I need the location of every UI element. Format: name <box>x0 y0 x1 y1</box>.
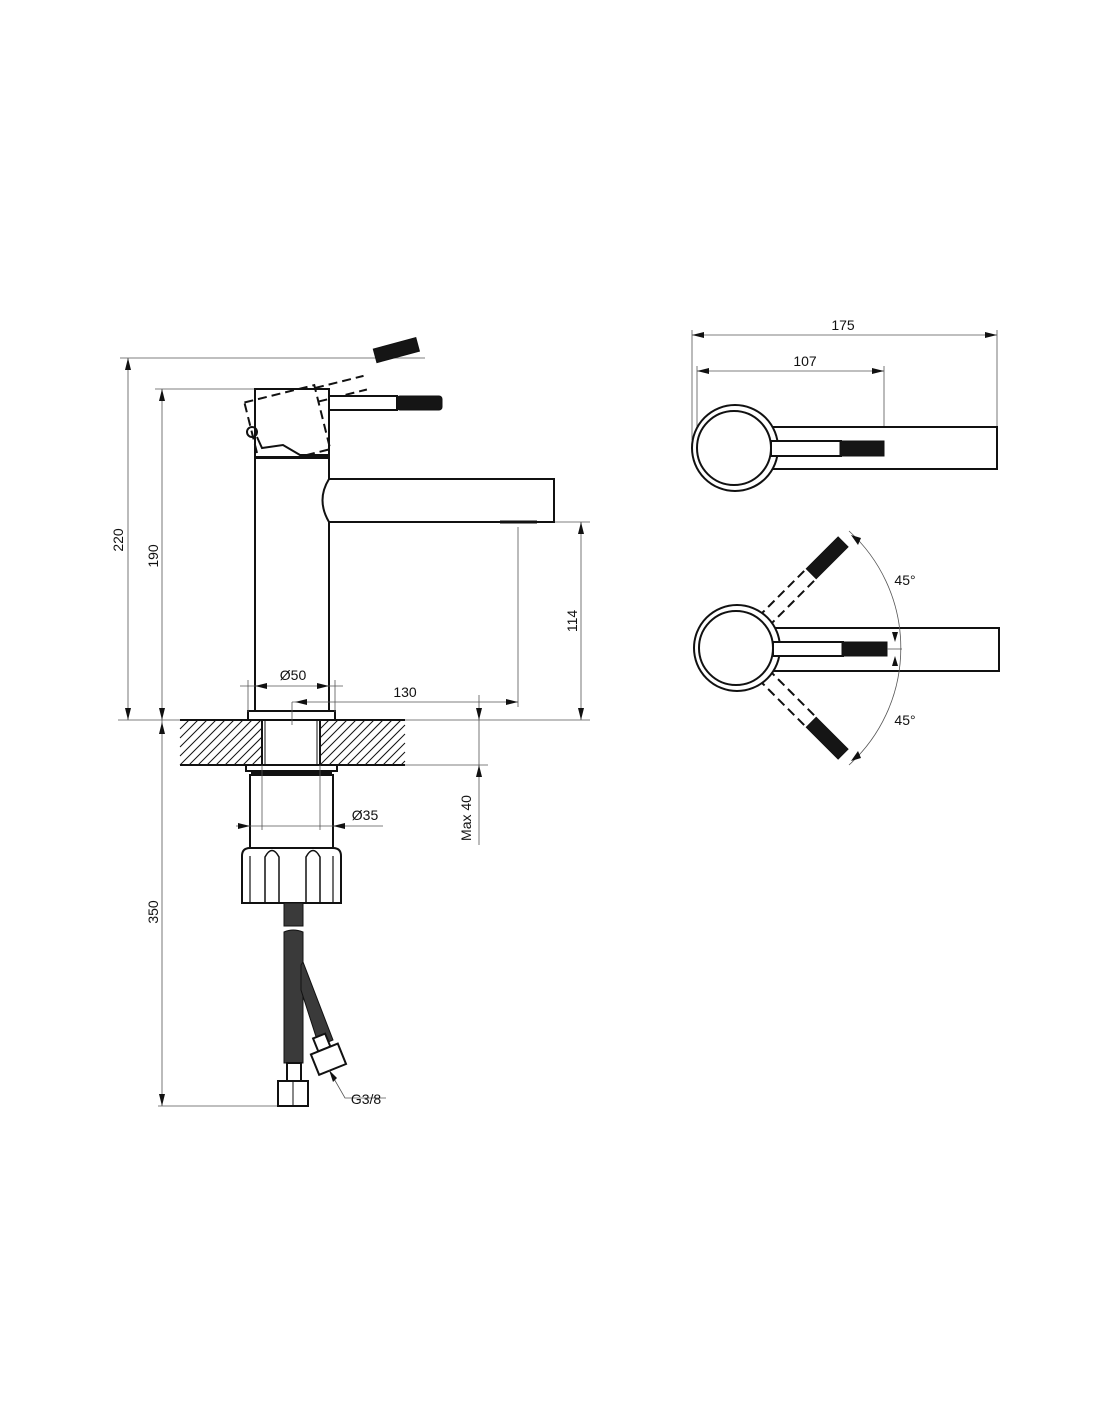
hatch-line <box>355 719 402 766</box>
countertop-section <box>179 719 406 766</box>
dim-label-d35: Ø35 <box>352 807 379 823</box>
dim-label-190: 190 <box>145 544 161 568</box>
dim-label-130: 130 <box>393 684 417 700</box>
hatch-line <box>346 719 393 766</box>
hatch-line <box>364 724 406 766</box>
hatch-line <box>251 754 263 766</box>
lever-center <box>772 641 844 657</box>
lever <box>328 395 398 411</box>
hatch-line <box>319 719 330 730</box>
hatch-line <box>206 719 253 766</box>
side-view: 220 190 350 <box>110 337 590 1107</box>
top-view: 175 107 <box>691 317 998 492</box>
dim-label-175: 175 <box>831 317 855 333</box>
body-inner-circle <box>696 410 772 486</box>
gasket <box>251 771 332 775</box>
dim-label-d50: Ø50 <box>280 667 307 683</box>
washer <box>245 764 338 772</box>
hatch-line <box>242 745 263 766</box>
hatch-line <box>179 719 217 757</box>
hatch-line <box>179 719 208 748</box>
fixing-nut <box>241 847 342 904</box>
dim-label-350: 350 <box>145 900 161 924</box>
hatch-line <box>215 719 262 766</box>
base-flange <box>247 710 336 721</box>
hatch-line <box>233 736 263 766</box>
lever-raised <box>372 337 421 364</box>
hatch-line <box>224 727 263 766</box>
hose-ferrule <box>286 1062 302 1082</box>
lever-top <box>770 440 842 457</box>
hatch-line <box>179 719 199 739</box>
hatch-line <box>179 719 190 730</box>
rotation-view: 45° 45° <box>693 530 1000 766</box>
body-inner-circle <box>698 610 774 686</box>
threaded-shank <box>249 774 334 849</box>
lever-raised-grip <box>372 337 421 364</box>
hatch-line <box>382 742 406 766</box>
flexible-hoses <box>277 902 348 1107</box>
hatch-line <box>328 719 375 766</box>
hatch-line <box>319 719 339 739</box>
angle-label-lower: 45° <box>894 712 915 728</box>
hatch-line <box>197 719 244 766</box>
lever-rotated-right <box>757 668 849 760</box>
hatch-line <box>337 719 384 766</box>
dim-label-max40: Max 40 <box>458 795 474 841</box>
lever-center-grip <box>841 641 888 657</box>
hose-nut-2 <box>309 1042 348 1077</box>
hatch-line <box>373 733 406 766</box>
hatch-line <box>179 719 226 766</box>
dim-label-220: 220 <box>110 528 126 552</box>
hatch-line <box>319 719 357 757</box>
lever-grip <box>396 395 443 411</box>
angle-label-upper: 45° <box>894 572 915 588</box>
cartridge-housing <box>254 388 330 458</box>
lever-rotated-left <box>757 536 849 628</box>
hatch-line <box>188 719 235 766</box>
hatch-line <box>319 719 366 766</box>
hatch-line <box>319 719 348 748</box>
lever-top-grip <box>839 440 885 457</box>
label-g38: G3/8 <box>351 1091 382 1107</box>
rotation-arc <box>848 530 902 766</box>
hatch-line <box>391 751 406 766</box>
dim-label-107: 107 <box>793 353 817 369</box>
spout <box>321 478 555 523</box>
dim-label-114: 114 <box>564 610 580 633</box>
